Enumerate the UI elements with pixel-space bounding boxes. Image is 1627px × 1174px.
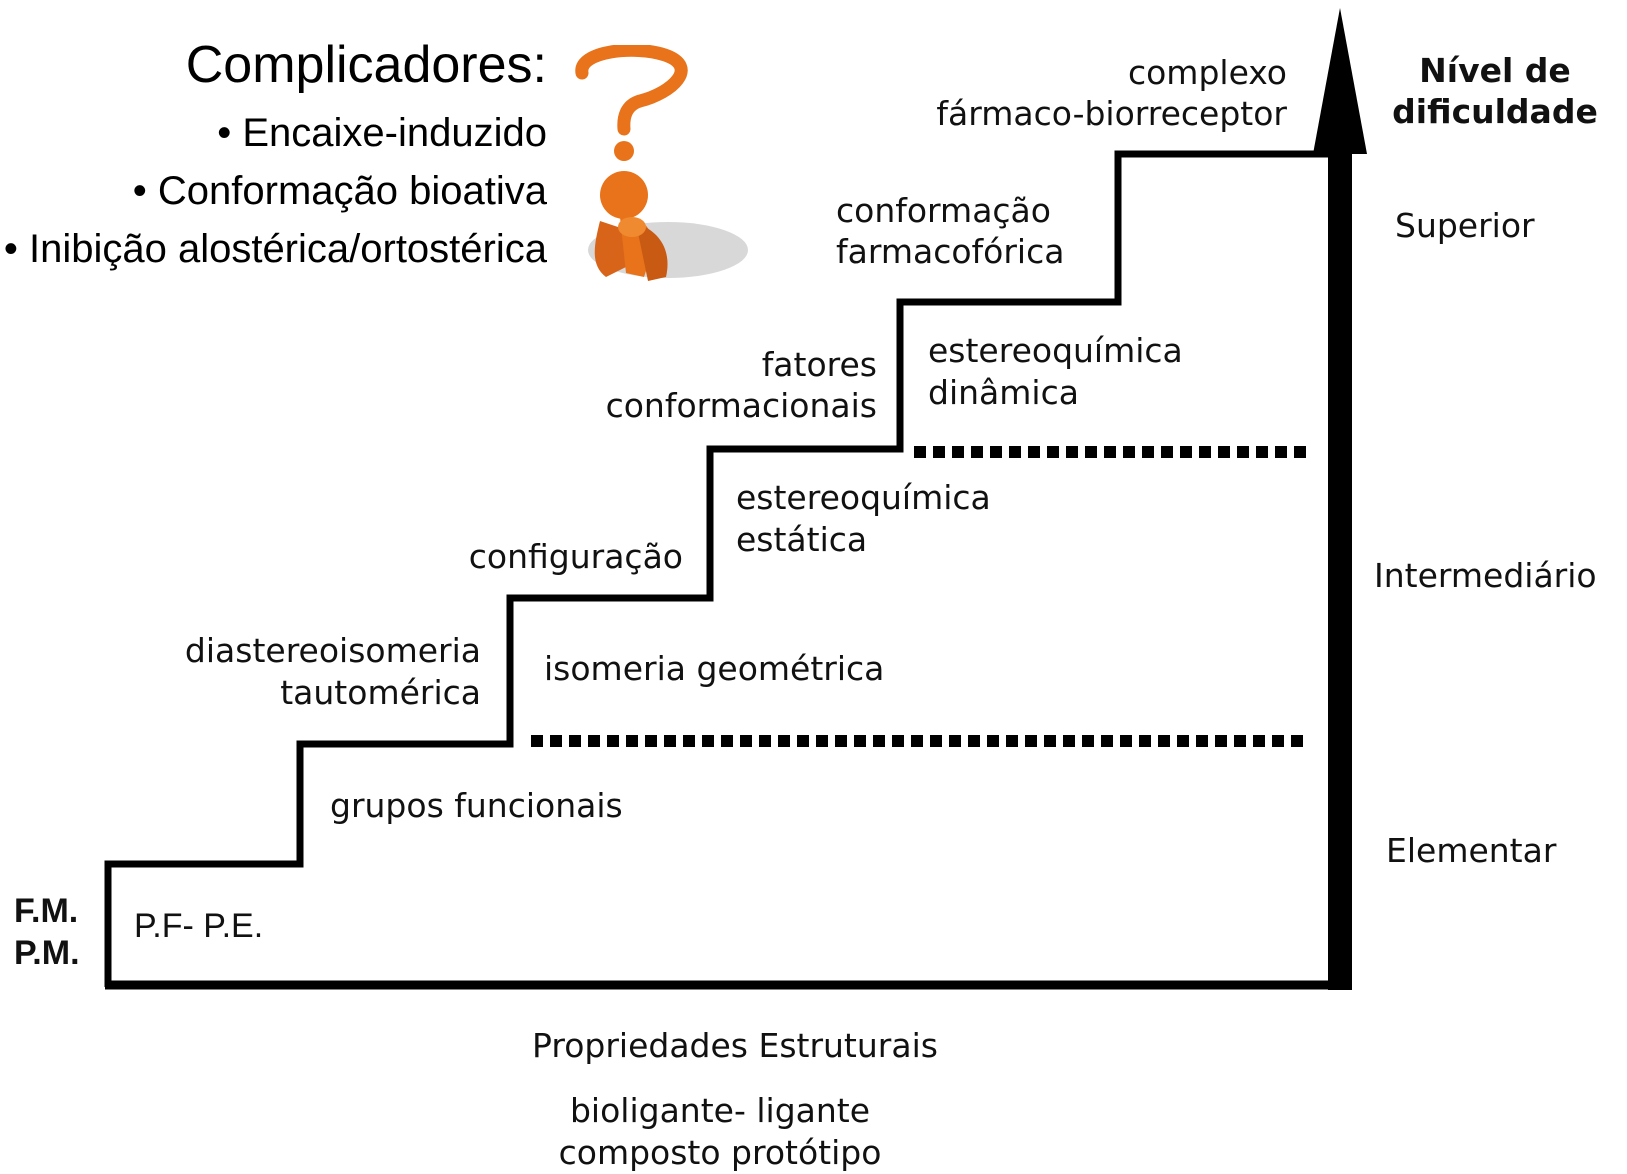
dificuldade-header: dificuldade	[1392, 92, 1598, 131]
thinking-figure-question-icon	[575, 45, 748, 281]
nivel-de-dificuldade-header: Nível de	[1419, 51, 1571, 90]
level-superior: Superior	[1395, 206, 1535, 245]
estatica-label: estática	[736, 520, 868, 559]
configuracao-label: configuração	[468, 537, 683, 576]
conformacao-label: conformação	[836, 191, 1051, 230]
dinamica-label: dinâmica	[928, 373, 1079, 412]
estereoquimica-dinamica-label: estereoquímica	[928, 331, 1183, 370]
estereoquimica-estatica-label: estereoquímica	[736, 478, 991, 517]
complexo-label: complexo	[1127, 53, 1287, 92]
complicadores-item: • Conformação bioativa	[132, 169, 547, 213]
composto-prototipo-label: composto protótipo	[558, 1133, 882, 1172]
farmaco-biorreceptor-label: fármaco-biorreceptor	[936, 94, 1287, 133]
farmacoforica-label: farmacofórica	[836, 232, 1065, 271]
isomeria-geometrica-label: isomeria geométrica	[544, 649, 885, 688]
complicadores-item: • Inibição alostérica/ortostérica	[3, 227, 547, 271]
pm-label: P.M.	[14, 934, 80, 972]
diastereoisomeria-label: diastereoisomeria	[184, 631, 481, 670]
complicadores-item: • Encaixe-induzido	[217, 111, 547, 155]
bioligante-ligante-label: bioligante- ligante	[569, 1091, 871, 1130]
level-elementar: Elementar	[1386, 831, 1557, 870]
difficulty-arrow-head	[1313, 8, 1367, 154]
propriedades-estruturais-label: Propriedades Estruturais	[532, 1026, 938, 1065]
staircase-outline	[104, 150, 1329, 987]
level-intermediario: Intermediário	[1374, 556, 1597, 595]
pf-pe-label: P.F- P.E.	[134, 907, 264, 945]
tautomerica-label: tautomérica	[280, 673, 481, 712]
fm-label: F.M.	[14, 892, 79, 930]
conformacionais-label: conformacionais	[605, 386, 877, 425]
grupos-funcionais-label: grupos funcionais	[330, 786, 623, 825]
fatores-label: fatores	[761, 345, 877, 384]
complicadores-title: Complicadores:	[185, 36, 547, 94]
